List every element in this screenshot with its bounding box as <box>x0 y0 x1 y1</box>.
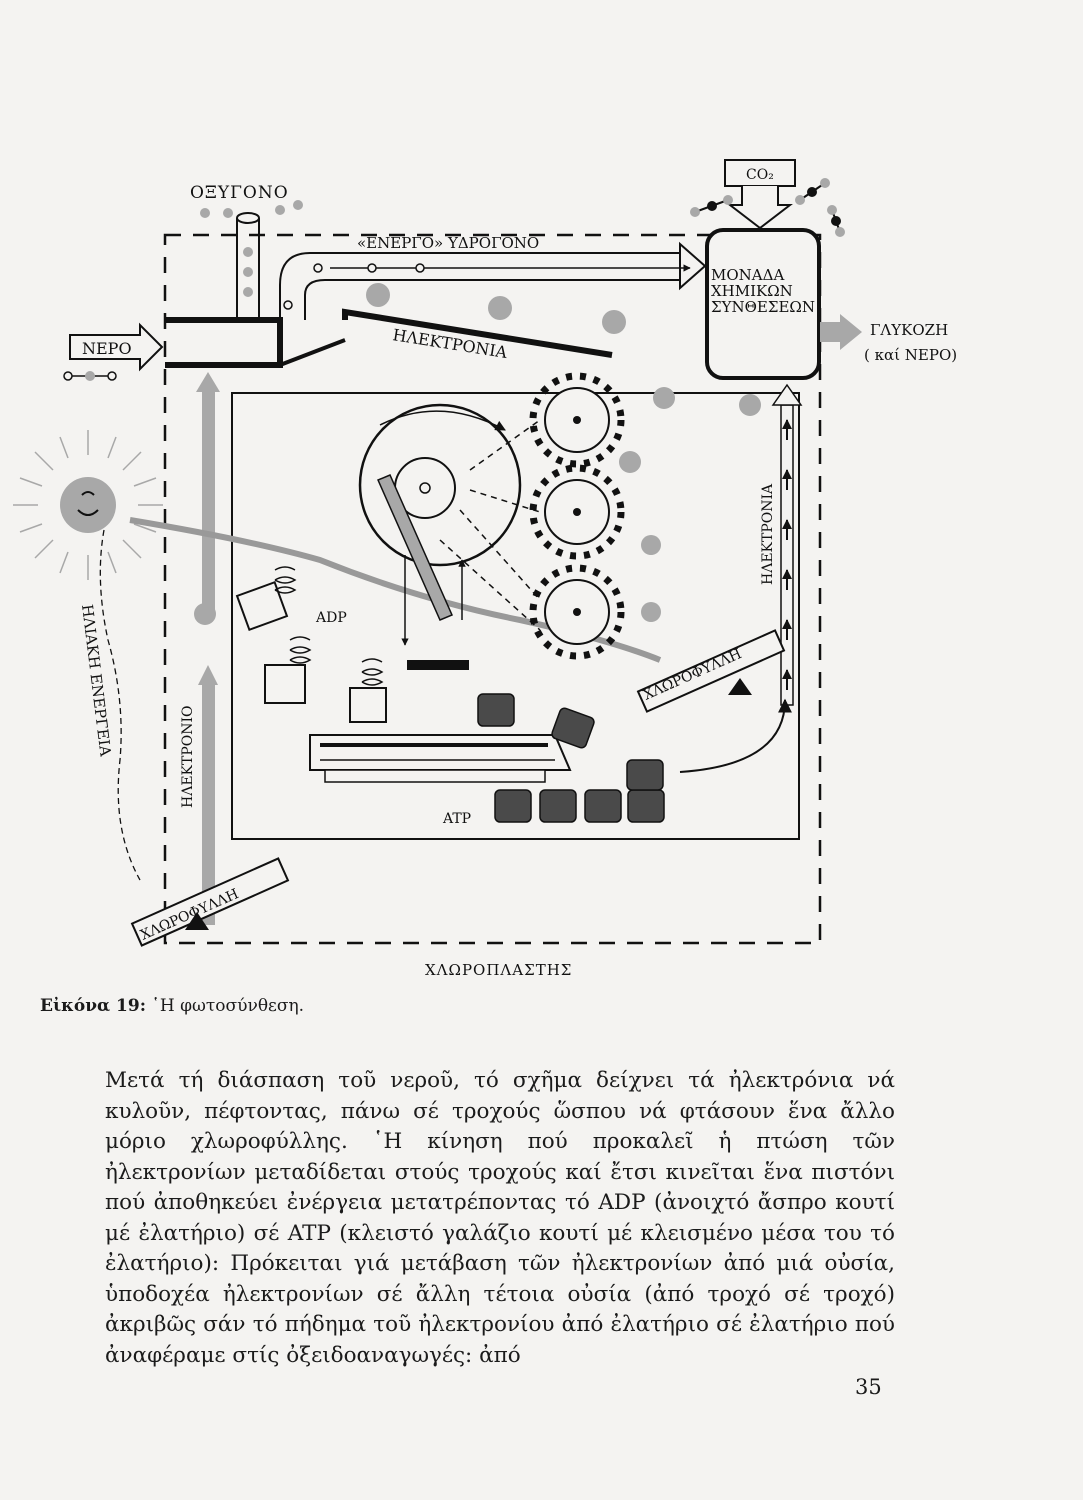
atp-label: ATP <box>442 811 471 827</box>
atp-block <box>584 789 622 823</box>
chloroplast-boundary <box>163 233 822 945</box>
inner-machine-frame <box>231 392 800 840</box>
adp-box <box>235 566 297 632</box>
caption-label: Εἰκόνα 19: <box>40 996 146 1016</box>
atp-block <box>494 789 532 823</box>
sun-icon <box>13 430 163 580</box>
and-water-label: ( καί ΝΕΡΟ) <box>864 346 957 364</box>
synthesis-unit-label-3: ΣΥΝΘΕΣΕΩΝ <box>711 298 815 316</box>
water-wheel <box>529 564 625 660</box>
body-paragraph: Μετά τή διάσπαση τοῦ νεροῦ, τό σχῆμα δεί… <box>105 1068 895 1368</box>
atp-to-synthesis-arrow <box>679 698 792 773</box>
glucose-label: ΓΛΥΚΟΖΗ <box>870 321 948 339</box>
synthesis-unit-box <box>705 228 821 380</box>
electrons-left-label: ΗΛΕΚΤΡΟΝΙΟ <box>180 706 196 809</box>
conveyor-belt <box>309 734 572 783</box>
page-number: 35 <box>855 1375 882 1399</box>
main-gear <box>358 403 541 631</box>
synthesis-unit-label-1: ΜΟΝΑΔΑ <box>711 266 784 284</box>
water-input <box>63 322 164 381</box>
piston <box>377 474 469 670</box>
chlorophyll-left <box>130 857 290 947</box>
hydrogen-particle <box>415 263 425 273</box>
chloroplast-label: ΧΛΩΡΟΠΛΑΣΤΗΣ <box>425 961 572 979</box>
adp-box <box>264 636 312 704</box>
figure-caption: Εἰκόνα 19: ῾Η φωτοσύνθεση. <box>40 996 304 1016</box>
atp-block <box>551 707 595 749</box>
water-wheel <box>529 464 625 560</box>
hydrogen-particle <box>313 263 323 273</box>
left-electron-channel <box>196 372 220 925</box>
chlorophyll-right <box>636 629 786 713</box>
oxygen-label: ΟΞΥΓΟΝΟ <box>190 183 289 203</box>
caption-text: ῾Η φωτοσύνθεση. <box>151 996 305 1016</box>
electrons-right-label: ΗΛΕΚΤΡΟΝΙΑ <box>760 483 776 585</box>
water-pipe <box>165 308 613 368</box>
atp-block-group <box>477 693 665 823</box>
co2-input <box>724 159 796 230</box>
hydrogen-tube <box>279 241 707 320</box>
oxygen-chimney <box>236 212 260 323</box>
co2-molecules <box>690 178 845 237</box>
atp-block <box>477 693 515 727</box>
water-wheel <box>529 372 625 468</box>
synthesis-unit-label-2: ΧΗΜΙΚΩΝ <box>711 282 793 300</box>
water-label: ΝΕΡΟ <box>82 339 132 358</box>
electron-figure <box>194 283 761 625</box>
solar-energy-label: ΗΛΙΑΚΗ ΕΝΕΡΓΕΙΑ <box>78 603 115 757</box>
active-hydrogen-label: «ΕΝΕΡΓΟ» ΥΔΡΟΓΟΝΟ <box>357 234 539 252</box>
glucose-arrow <box>820 314 862 350</box>
co2-label: CO₂ <box>746 167 774 183</box>
atp-block <box>627 789 665 823</box>
hydrogen-particle <box>367 263 377 273</box>
atp-block <box>626 759 664 791</box>
adp-box <box>349 658 387 723</box>
photosynthesis-diagram: ΟΞΥΓΟΝΟ CO₂ «ΕΝΕΡΓΟ» ΥΔΡΟΓΟΝΟ ΜΟΝΑΔΑ ΧΗΜ… <box>13 159 957 979</box>
right-electron-channel <box>771 383 803 706</box>
atp-block <box>539 789 577 823</box>
oxygen-molecules <box>200 200 303 297</box>
adp-label: ADP <box>315 610 347 626</box>
hydrogen-particle <box>283 300 293 310</box>
